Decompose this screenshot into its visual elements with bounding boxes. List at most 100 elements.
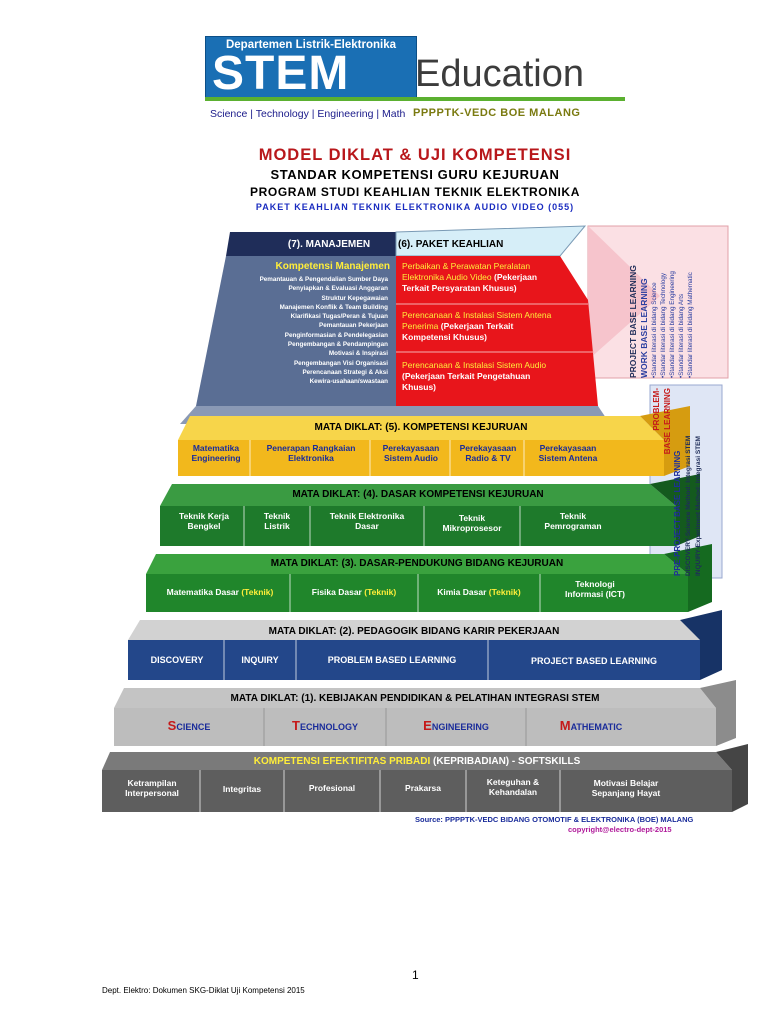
footer-text: Dept. Elektro: Dokumen SKG-Diklat Uji Ko… <box>102 986 305 995</box>
level3-side <box>664 544 712 612</box>
level2-side <box>680 610 722 680</box>
side-pink-text: PROJECT BASE LEARNING WORK BASE LEARNING… <box>628 232 728 378</box>
level3-item-3: Kimia Dasar (Teknik) <box>437 587 521 597</box>
manajemen-item: Klarifikasi Tugas/Peran & Tujuan <box>290 313 388 321</box>
level2-item-projectbl: PROJECT BASED LEARNING <box>530 656 657 666</box>
subtitle-1: STANDAR KOMPETENSI GURU KEJURUAN <box>270 167 560 182</box>
subject-math: Math <box>382 108 406 120</box>
level0-item-5: Keteguhan &Kehandalan <box>486 777 540 797</box>
main-title: MODEL DIKLAT & UJI KOMPETENSI <box>258 146 572 164</box>
subject-science: Science <box>210 108 248 120</box>
subtitle-2: PROGRAM STUDI KEAHLIAN TEKNIK ELEKTRONIK… <box>250 185 580 199</box>
level2-header: MATA DIKLAT: (2). PEDAGOGIK BIDANG KARIR… <box>268 626 560 637</box>
logo-education: Education <box>415 53 585 95</box>
manajemen-item: Penyiapkan & Evaluasi Anggaran <box>288 285 388 293</box>
manajemen-header: (7). MANAJEMEN <box>287 239 371 250</box>
manajemen-item: Pemantauan & Pengendalian Sumber Daya <box>259 276 388 283</box>
side-pink-bullet: •Standar literasi di bidang Mathematic <box>687 272 694 378</box>
manajemen-title: Kompetensi Manajemen <box>275 261 390 272</box>
level3-header: MATA DIKLAT: (3). DASAR-PENDUKUNG BIDANG… <box>270 558 564 569</box>
manajemen-item: Penginformasian & Pendelegasian <box>284 331 388 339</box>
level1-mathematic: MATHEMATIC <box>559 718 623 733</box>
level3-front <box>146 574 688 612</box>
side-blue-line-1: DISCOVERY-Science Method: Integrasi STEM <box>684 435 692 576</box>
logo-box: Departemen Listrik-Elektronika STEM <box>205 36 417 100</box>
level0-item-2: Integritas <box>222 784 262 794</box>
level5-front <box>178 440 664 476</box>
logo-stem: STEM <box>212 47 350 100</box>
level1-technology: TECHNOLOGY <box>292 718 358 733</box>
side-blue-title-1: PROBLEM- <box>652 388 661 431</box>
level1-top <box>114 688 716 708</box>
cell-dividers <box>199 440 561 812</box>
level0-top <box>102 752 732 770</box>
copyright-text: copyright@electro-dept-2015 <box>568 825 672 834</box>
manajemen-item: Pengembangan Visi Organisasi <box>293 359 388 367</box>
level5-top <box>178 416 664 440</box>
paket-header: (6). PAKET KEAHLIAN <box>398 239 504 250</box>
level4-side <box>650 474 700 546</box>
level1-engineering: ENGINEERING <box>423 718 489 733</box>
side-pink-bullet: •Standar literasi di bidang Arts <box>678 293 685 378</box>
side-pink-bullet: •Standar literasi di bidang Technology <box>660 272 667 378</box>
manajemen-item: Manajemen Konflik & Team Building <box>279 303 388 311</box>
source-text: Source: PPPPTK-VEDC BIDANG OTOMOTIF & EL… <box>415 815 694 824</box>
side-blue-title-2: BASE LEARNING <box>662 388 672 455</box>
level0-front <box>102 770 732 812</box>
logo-dept: Departemen Listrik-Elektronika <box>225 39 396 51</box>
level3-item-2: Fisika Dasar (Teknik) <box>311 587 397 597</box>
subject-engineering: Engineering <box>317 108 374 120</box>
side-pink-bullet: •Standar literasi di bidang Engineering <box>669 271 676 378</box>
manajemen-item: Kewira-usahaan/swastaan <box>309 378 388 386</box>
paket-item-1: Perbaikan & Perawatan Peralatan Elektron… <box>402 261 538 293</box>
manajemen-item: Pengembangan & Pendampingan <box>287 341 388 349</box>
level4-header: MATA DIKLAT: (4). DASAR KOMPETENSI KEJUR… <box>292 489 544 500</box>
level3-item-1: Matematika Dasar (Teknik) <box>166 587 274 597</box>
level1-header: MATA DIKLAT: (1). KEBIJAKAN PENDIDIKAN &… <box>230 693 600 704</box>
logo-org: PPPPTK-VEDC BOE MALANG <box>413 107 581 119</box>
side-pink-title-2: WORK BASE LEARNING <box>639 278 649 378</box>
paket-body <box>396 256 598 406</box>
side-blue-title-3: PRE-PROJECT BASE LEARNING <box>673 450 682 576</box>
level0-item-4: Prakarsa <box>405 783 441 793</box>
manajemen-item: Struktur Kepegawaian <box>321 294 388 302</box>
level2-item-discovery: DISCOVERY <box>150 655 204 665</box>
level0-header: KOMPETENSI EFEKTIFITAS PRIBADI (KEPRIBAD… <box>253 756 581 767</box>
level2-item-pbl: PROBLEM BASED LEARNING <box>327 655 457 665</box>
page-number: 1 <box>412 968 419 982</box>
manajemen-header-bg <box>226 232 396 256</box>
level5-header: MATA DIKLAT: (5). KOMPETENSI KEJURUAN <box>314 422 528 433</box>
side-blue-line-2: INQUIRY-Experiment Method: Integrasi STE… <box>695 436 702 576</box>
level5-side <box>640 406 690 476</box>
level2-front <box>128 640 700 680</box>
level3-item-4: Teknologi Informasi (ICT) <box>565 579 625 599</box>
manajemen-item: Motivasi & Inspirasi <box>328 350 388 358</box>
paket-item-3: Perencanaan & Instalasi Sistem Audio (Pe… <box>402 360 547 392</box>
logo-underline <box>205 97 625 101</box>
side-blue-text: PROBLEM- BASE LEARNING PRE-PROJECT BASE … <box>652 388 722 576</box>
level0-item-3: Profesional <box>308 783 356 793</box>
level1-front <box>114 708 716 746</box>
level2-item-inquiry: INQUIRY <box>241 655 279 665</box>
manajemen-item: Perencanaan Strategi & Aksi <box>302 368 388 376</box>
manajemen-body <box>196 256 396 406</box>
logo-subjects: Science | Technology | Engineering | Mat… <box>210 108 406 120</box>
level1-science: SCIENCE <box>167 718 211 733</box>
level4-top <box>160 484 676 506</box>
subtitle-3: PAKET KEAHLIAN TEKNIK ELEKTRONIKA AUDIO … <box>255 202 575 212</box>
side-pink-title-1: PROJECT BASE LEARNING <box>628 265 638 378</box>
paket-item-2: Perencanaan & Instalasi Sistem Antena Pe… <box>402 310 552 342</box>
manajemen-list: Pemantauan & Pengendalian Sumber Daya Pe… <box>214 275 388 387</box>
